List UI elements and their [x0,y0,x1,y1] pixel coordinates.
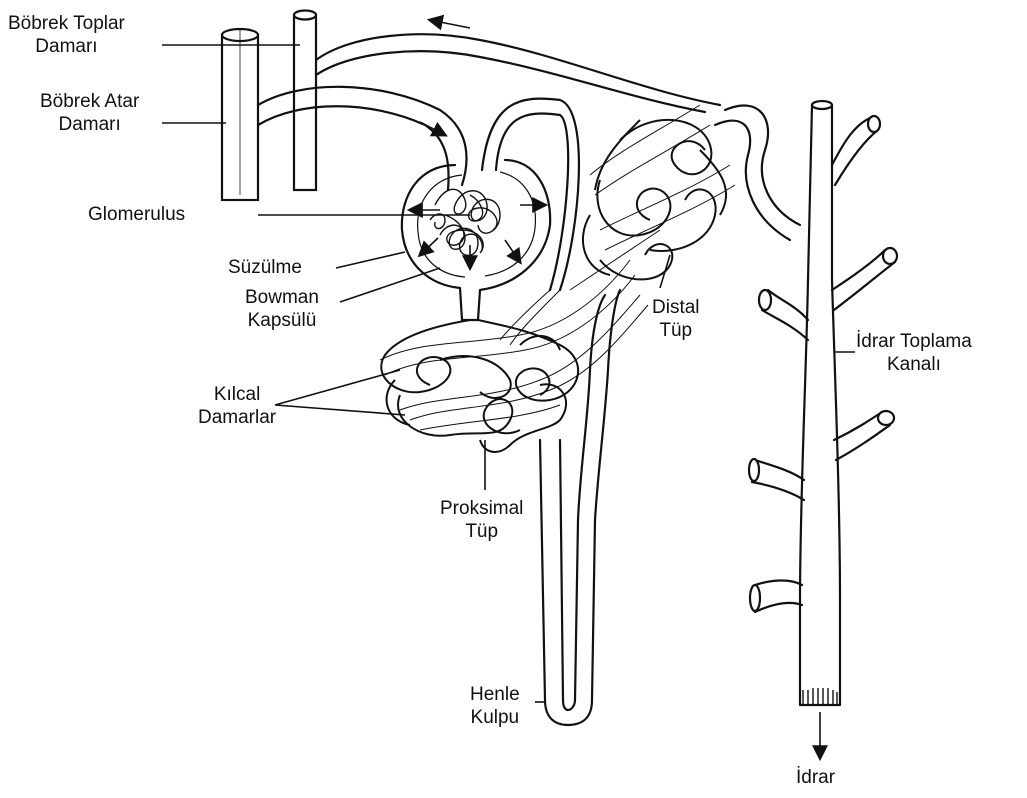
bowman-capsule-label-line2: Kapsülü [245,309,319,332]
capillary-network [380,260,648,430]
renal-vein-label-line1: Böbrek Toplar [8,12,125,35]
glomerulus-tangle [430,189,500,255]
renal-artery-vessel [222,29,258,200]
capillaries-label-line1: Kılcal [198,383,276,406]
collecting-duct-label-line2: Kanalı [856,353,972,376]
collecting-duct-label-line1: İdrar Toplama [856,330,972,353]
loop-of-henle-label-line2: Kulpu [470,706,520,729]
urine-label: İdrar [796,766,835,789]
capillaries-label: Kılcal Damarlar [198,383,276,429]
afferent-arteriole [258,87,467,185]
proximal-tubule-label: Proksimal Tüp [440,497,523,543]
renal-artery-label-line2: Damarı [40,113,139,136]
renal-artery-label-line1: Böbrek Atar [40,90,139,113]
capillaries-label-line2: Damarlar [198,406,276,429]
collecting-duct-shape [749,101,897,705]
loop-of-henle-shape [540,290,620,725]
bowman-capsule-shape [402,160,550,320]
filtration-label: Süzülme [228,256,302,279]
renal-artery-label: Böbrek Atar Damarı [40,90,139,136]
loop-of-henle-label: Henle Kulpu [470,683,520,729]
distal-tubule-label: Distal Tüp [652,296,700,342]
glomerulus-label: Glomerulus [88,203,185,226]
venule [316,34,720,105]
renal-vein-label-line2: Damarı [8,35,125,58]
distal-tubule-label-line2: Tüp [652,319,700,342]
efferent-arteriole [482,99,579,290]
renal-vein-label: Böbrek Toplar Damarı [8,12,125,58]
loop-of-henle-label-line1: Henle [470,683,520,706]
renal-vein-vessel [294,11,316,191]
distal-tubule-coils [583,120,726,280]
bowman-capsule-label-line1: Bowman [245,286,319,309]
distal-tubule-label-line1: Distal [652,296,700,319]
bowman-capsule-label: Bowman Kapsülü [245,286,319,332]
connecting-tubule [725,106,800,225]
proximal-tubule-label-line2: Tüp [440,520,523,543]
distal-capillaries [570,105,735,290]
proximal-tubule-label-line1: Proksimal [440,497,523,520]
collecting-duct-label: İdrar Toplama Kanalı [856,330,972,376]
proximal-tubule-coils [381,320,578,452]
